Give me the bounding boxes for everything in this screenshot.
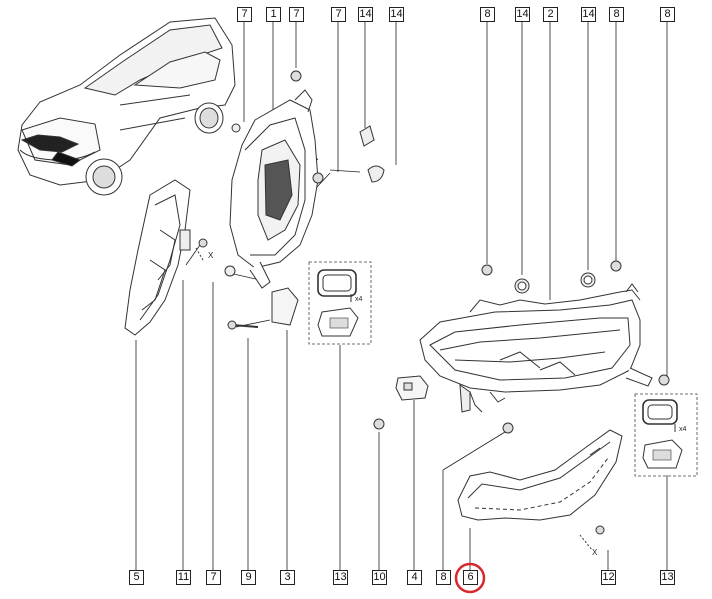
callout-bottom-3: 7 [206, 570, 221, 585]
callout-top-10: 14 [581, 7, 596, 22]
leader-lines [135, 22, 668, 570]
x-marker-left: X [208, 251, 214, 260]
small-parts-right [373, 260, 670, 434]
callout-top-5: 14 [358, 7, 373, 22]
fastener-qty-label-right: x4 [679, 426, 687, 433]
fastener-qty-label-left: x4 [355, 296, 363, 303]
callout-top-7: 8 [480, 7, 495, 22]
callout-top-8: 14 [515, 7, 530, 22]
callout-bottom-12: 13 [660, 570, 675, 585]
headlight-assembly-rear-1 [229, 89, 319, 289]
callout-bottom-11: 12 [601, 570, 616, 585]
callout-bottom-8: 4 [407, 570, 422, 585]
callout-bottom-6: 13 [333, 570, 348, 585]
callout-top-2: 1 [266, 7, 281, 22]
callout-top-1: 7 [237, 7, 252, 22]
module-kit-box-right: x4 [634, 393, 698, 477]
x-markers: X X [195, 247, 598, 557]
drl-strip-6 [457, 429, 623, 535]
callout-bottom-10-highlighted: 6 [463, 570, 478, 585]
callout-top-11: 8 [609, 7, 624, 22]
headlight-front-2 [419, 283, 653, 413]
callout-bottom-9: 8 [436, 570, 451, 585]
callout-bottom-2: 11 [176, 570, 191, 585]
module-kit-box-left: x4 [308, 261, 372, 345]
highlight-circle-callout-6 [454, 562, 486, 594]
callout-top-3: 7 [289, 7, 304, 22]
x-marker-right: X [592, 548, 598, 557]
callout-top-12: 8 [660, 7, 675, 22]
callout-bottom-1: 5 [129, 570, 144, 585]
vehicle-illustration [17, 17, 236, 196]
callout-bottom-4: 9 [241, 570, 256, 585]
headlight-housing-side-5 [124, 179, 191, 336]
callout-top-6: 14 [389, 7, 404, 22]
callout-top-4: 7 [331, 7, 346, 22]
callout-bottom-7: 10 [372, 570, 387, 585]
callout-top-9: 2 [543, 7, 558, 22]
small-parts-left [198, 70, 385, 330]
callout-bottom-5: 3 [280, 570, 295, 585]
